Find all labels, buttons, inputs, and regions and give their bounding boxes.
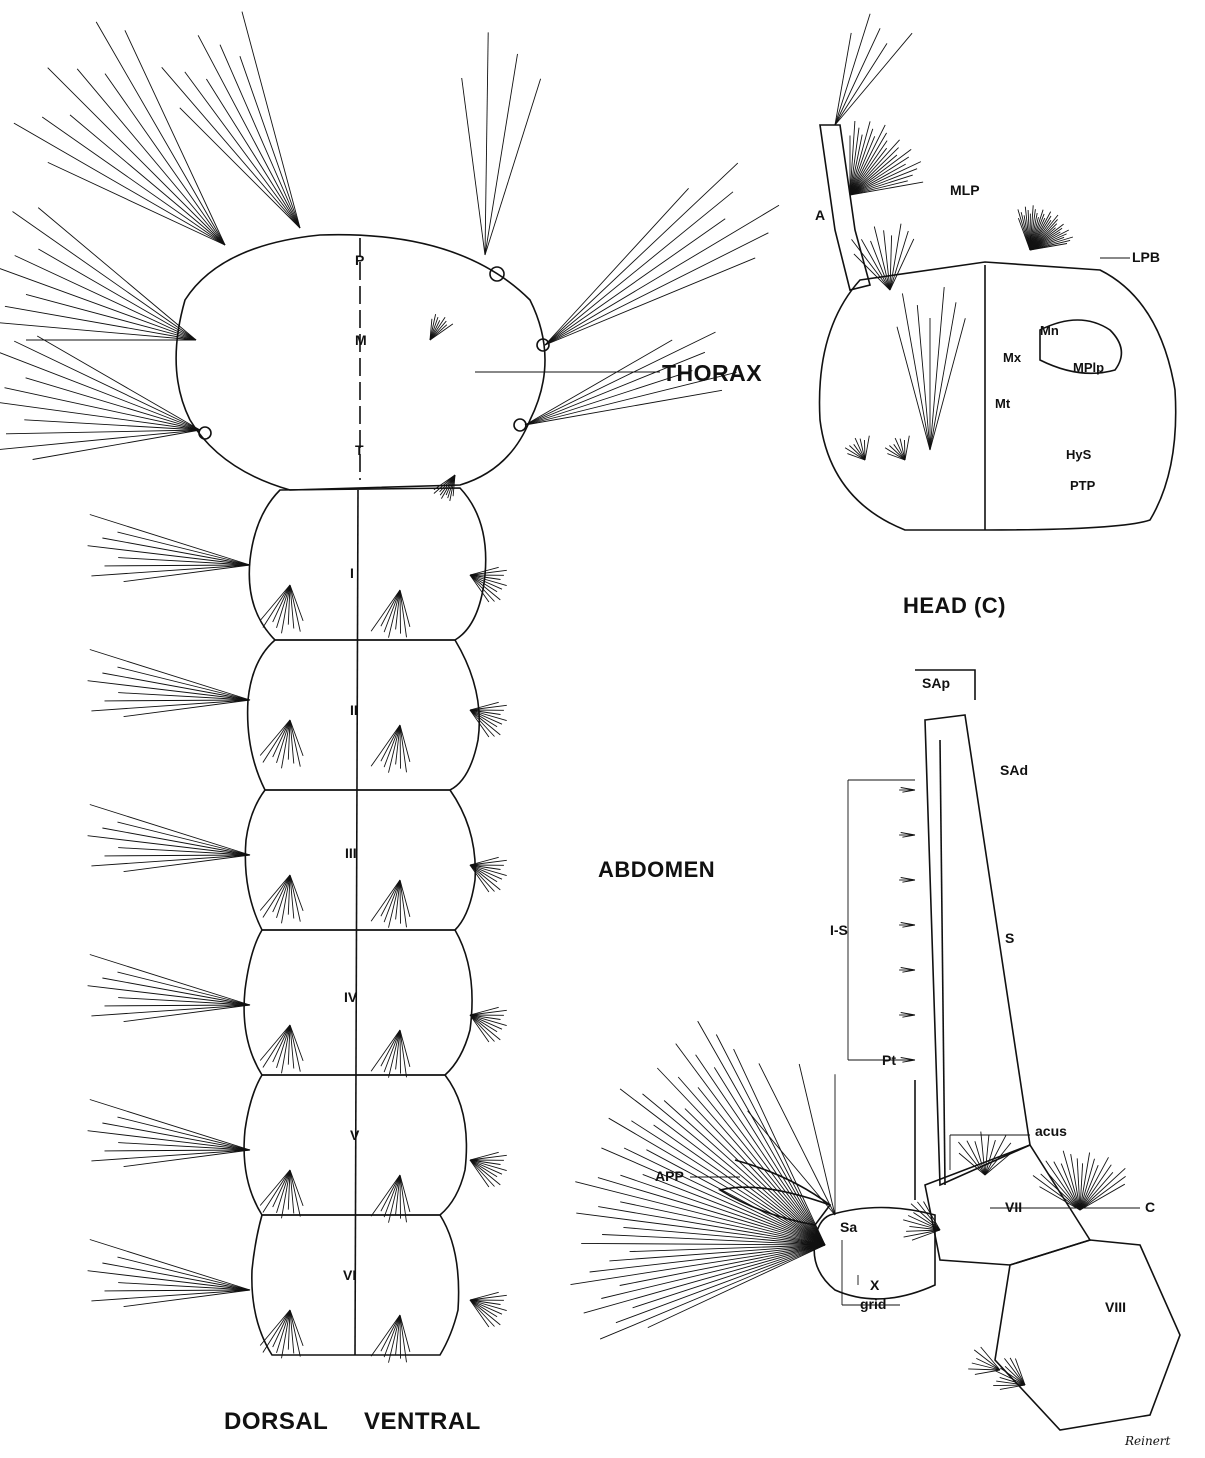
illustrator-signature: Reinert bbox=[1124, 1434, 1171, 1448]
terminal-label-x: X bbox=[870, 1277, 880, 1293]
abdomen-segment-4: IV bbox=[344, 989, 358, 1005]
terminal-label-viii: VIII bbox=[1105, 1299, 1126, 1315]
terminal-label-acus: acus bbox=[1035, 1123, 1067, 1139]
abdomen-segment-6: VI bbox=[343, 1267, 356, 1283]
head-label-hys: HyS bbox=[1066, 447, 1092, 462]
abdomen-segment-5: V bbox=[350, 1127, 360, 1143]
terminal-label-app: APP bbox=[655, 1168, 684, 1184]
terminal-segments-drawing: SAp SAd S I-S Pt acus APP Sa VII VIII C … bbox=[571, 670, 1181, 1430]
terminal-label-sap: SAp bbox=[922, 675, 950, 691]
abdomen-segment-3: III bbox=[345, 845, 357, 861]
head-label-mn: Mn bbox=[1040, 323, 1059, 338]
abdomen-caption: ABDOMEN bbox=[598, 857, 715, 883]
head-label-mx: Mx bbox=[1003, 350, 1022, 365]
terminal-label-s: S bbox=[1005, 930, 1014, 946]
head-label-lpb: LPB bbox=[1132, 249, 1160, 265]
head-label-mplp: MPlp bbox=[1073, 360, 1104, 375]
abdomen-drawing: I II III IV V VI bbox=[88, 488, 507, 1363]
terminal-label-sa: Sa bbox=[840, 1219, 857, 1235]
head-label-mlp: MLP bbox=[950, 182, 980, 198]
terminal-label-c: C bbox=[1145, 1199, 1155, 1215]
thorax-caption: THORAX bbox=[662, 360, 762, 387]
terminal-label-vii: VII bbox=[1005, 1199, 1022, 1215]
terminal-label-grid: grid bbox=[860, 1296, 886, 1312]
terminal-label-sad: SAd bbox=[1000, 762, 1028, 778]
head-label-a: A bbox=[815, 207, 825, 223]
ventral-caption: VENTRAL bbox=[364, 1408, 481, 1436]
thorax-region-p: P bbox=[355, 252, 364, 268]
head-caption: HEAD (C) bbox=[903, 593, 1006, 619]
terminal-label-is: I-S bbox=[830, 922, 848, 938]
thorax-drawing: P M T bbox=[0, 12, 779, 501]
head-drawing: A MLP LPB Mn Mx MPlp Mt HyS PTP bbox=[815, 14, 1176, 530]
head-label-mt: Mt bbox=[995, 396, 1011, 411]
thorax-region-t: T bbox=[355, 442, 364, 458]
dorsal-caption: DORSAL bbox=[224, 1408, 328, 1436]
head-label-ptp: PTP bbox=[1070, 478, 1096, 493]
abdomen-segment-2: II bbox=[350, 702, 358, 718]
thorax-region-m: M bbox=[355, 332, 367, 348]
terminal-label-pt: Pt bbox=[882, 1052, 896, 1068]
abdomen-segment-1: I bbox=[350, 565, 354, 581]
